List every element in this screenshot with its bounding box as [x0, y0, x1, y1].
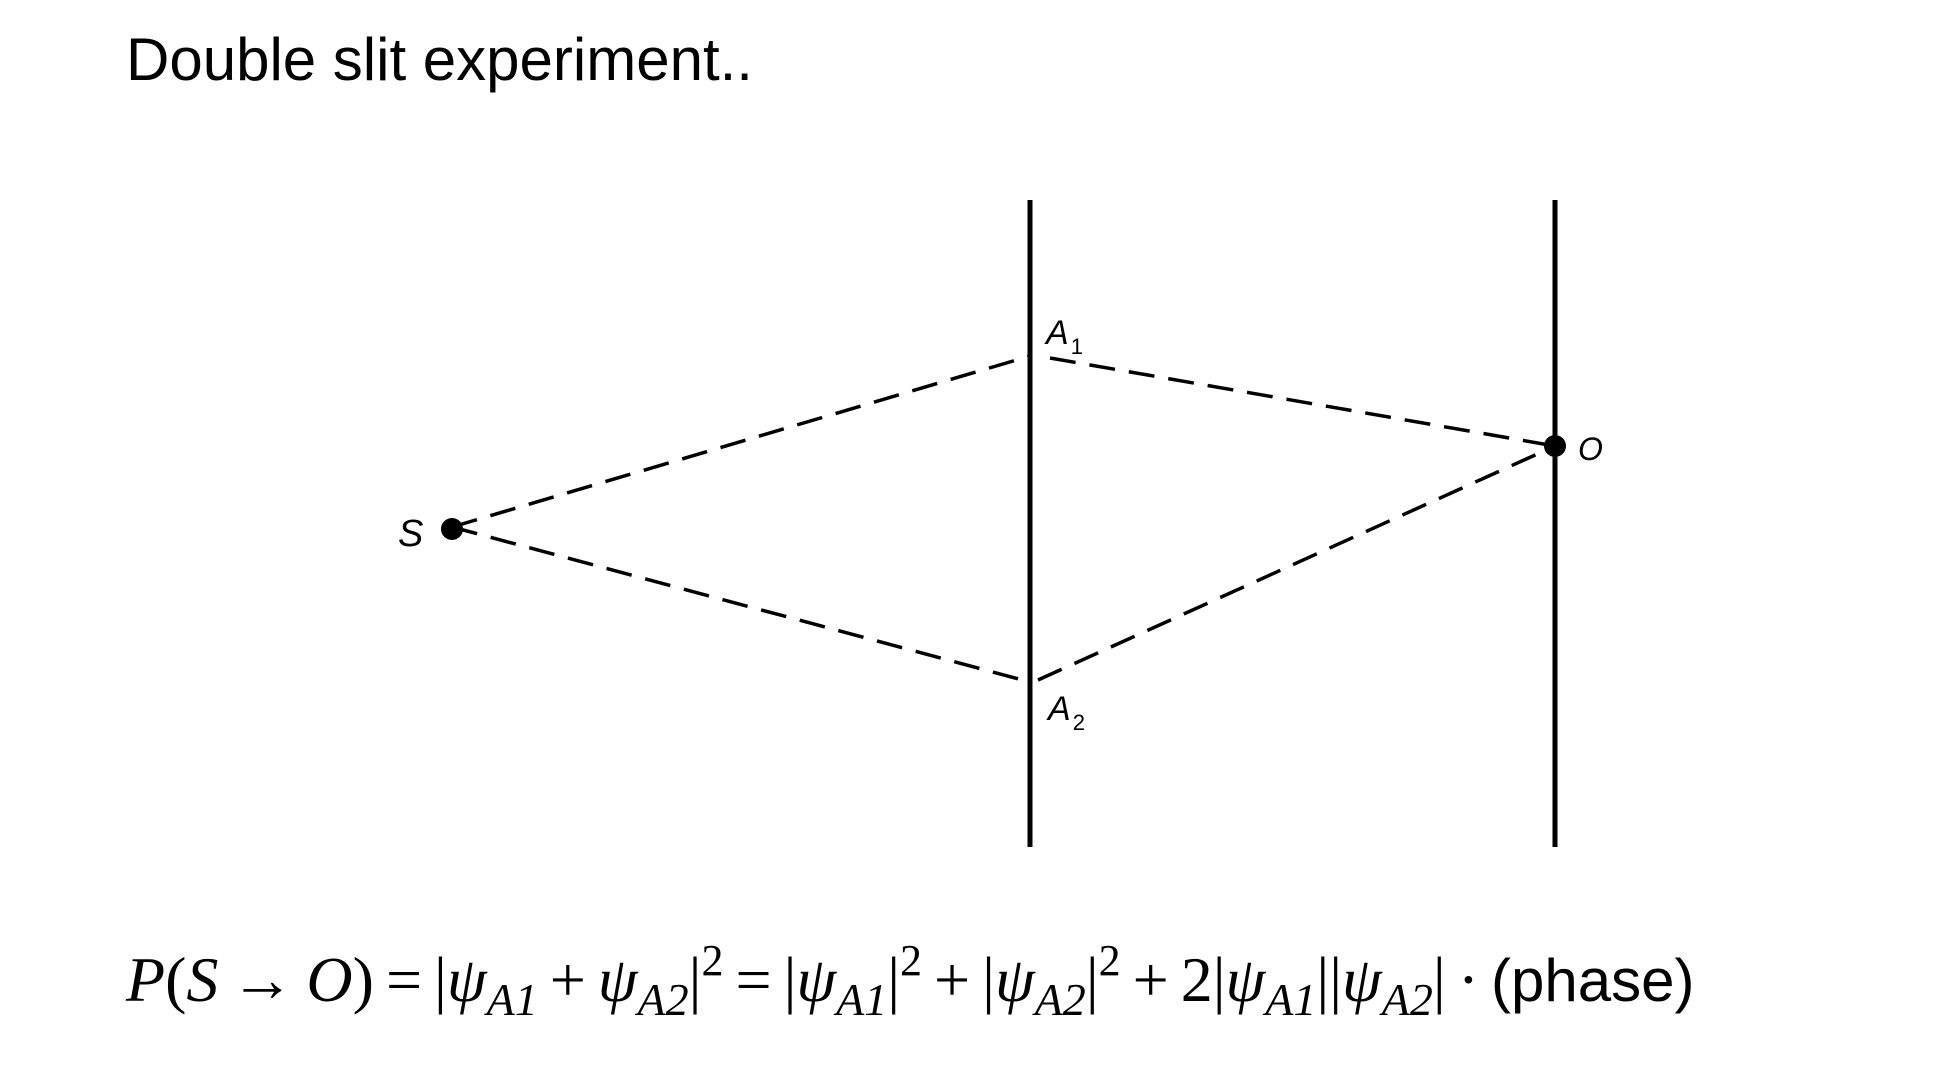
formula-dot: · — [1457, 944, 1479, 1015]
formula-bar-3: | — [783, 944, 797, 1015]
formula-sub-a1-2: A1 — [836, 974, 888, 1025]
slit-1-label: A1 — [1044, 314, 1083, 359]
formula-two: 2 — [1180, 944, 1213, 1015]
formula-psi-1: ψ — [446, 944, 487, 1015]
formula-bar-2: | — [688, 944, 702, 1015]
formula-square-2: 2 — [900, 936, 923, 985]
formula-psi-3: ψ — [796, 944, 837, 1015]
formula-sub-a2-2: A2 — [1034, 974, 1086, 1025]
slit-1-index: 1 — [1071, 334, 1083, 359]
observer-label: O — [1578, 431, 1603, 467]
slide-title: Double slit experiment.. — [126, 26, 753, 93]
formula-bar-9: | — [1329, 944, 1343, 1015]
formula-sub-a1-1: A1 — [486, 974, 538, 1025]
formula-sub-a2-1: A2 — [637, 974, 689, 1025]
formula-to: O — [306, 944, 353, 1015]
formula-psi-6: ψ — [1342, 944, 1382, 1015]
path-a2-to-observer — [1037, 444, 1556, 682]
formula-paren-close: ) — [352, 944, 374, 1015]
formula-equals-1: = — [385, 944, 423, 1015]
slit-2-index: 2 — [1073, 710, 1085, 735]
formula-arrow: → — [230, 944, 295, 1015]
formula-bar-1: | — [434, 944, 447, 1015]
formula-bar-6: | — [1085, 944, 1099, 1015]
formula-plus-3: + — [1132, 944, 1169, 1015]
formula-equals-2: = — [735, 944, 772, 1015]
slit-2-letter: A — [1046, 690, 1071, 728]
formula-sub-a1-3: A1 — [1265, 974, 1317, 1025]
source-point — [441, 518, 463, 540]
path-a1-to-observer — [1049, 356, 1556, 448]
formula-square-3: 2 — [1098, 936, 1121, 985]
formula-psi-2: ψ — [597, 944, 638, 1015]
formula-psi-5: ψ — [1225, 944, 1266, 1015]
formula-square-1: 2 — [701, 936, 724, 985]
formula-bar-5: | — [982, 944, 995, 1015]
source-label: S — [398, 513, 423, 555]
formula-phase: (phase) — [1491, 947, 1695, 1014]
formula-bar-8: | — [1316, 944, 1330, 1015]
slit-1-letter: A — [1044, 314, 1069, 352]
slit-2-label: A2 — [1046, 690, 1085, 735]
path-source-to-a1 — [451, 354, 1031, 529]
formula-paren-open: ( — [165, 944, 187, 1015]
formula-prob: P — [126, 944, 166, 1015]
formula-from: S — [186, 944, 219, 1015]
formula-plus-2: + — [934, 944, 971, 1015]
formula-psi-4: ψ — [994, 944, 1035, 1015]
formula-bar-4: | — [887, 944, 901, 1015]
formula-bar-10: | — [1432, 944, 1446, 1015]
observer-point — [1544, 435, 1566, 457]
probability-formula: P(S→O)=|ψA1+ψA2|2=|ψA1|2+|ψA2|2+2|ψA1||ψ… — [126, 939, 1695, 1023]
formula-plus-1: + — [549, 944, 586, 1015]
formula-bar-7: | — [1212, 944, 1226, 1015]
formula-sub-a2-3: A2 — [1381, 974, 1433, 1025]
path-source-to-a2 — [451, 525, 1031, 684]
